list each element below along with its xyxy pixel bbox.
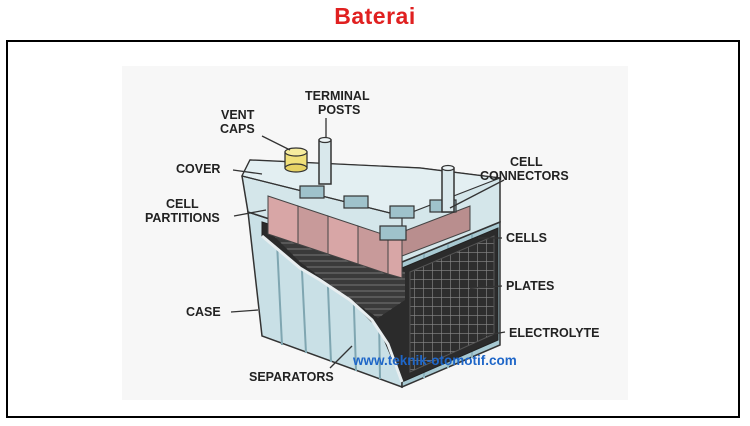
leader-lines [230,118,506,369]
label-cell-partitions-line1: CELL [166,197,199,211]
label-cells: CELLS [506,231,547,245]
plates-cutaway [261,221,499,383]
label-plates: PLATES [506,279,554,293]
vent-cap [284,147,308,173]
label-vent-caps-line1: VENT [221,108,255,122]
label-cell-connectors-line2: CONNECTORS [480,169,569,183]
watermark-url: www.teknik-otomotif.com [352,353,517,368]
label-case: CASE [186,305,221,319]
label-cell-partitions-line2: PARTITIONS [145,211,220,225]
terminal-post-left [318,136,332,185]
page-title: Baterai [334,3,416,29]
label-vent-caps-line2: CAPS [220,122,255,136]
label-cover: COVER [176,162,220,176]
label-separators: SEPARATORS [249,370,334,384]
cell-partitions [267,195,471,279]
label-terminal-posts-line2: POSTS [318,103,360,117]
label-electrolyte: ELECTROLYTE [509,326,600,340]
terminal-post-right [441,164,455,213]
label-terminal-posts-line1: TERMINAL [305,89,370,103]
label-cell-connectors-line1: CELL [510,155,543,169]
